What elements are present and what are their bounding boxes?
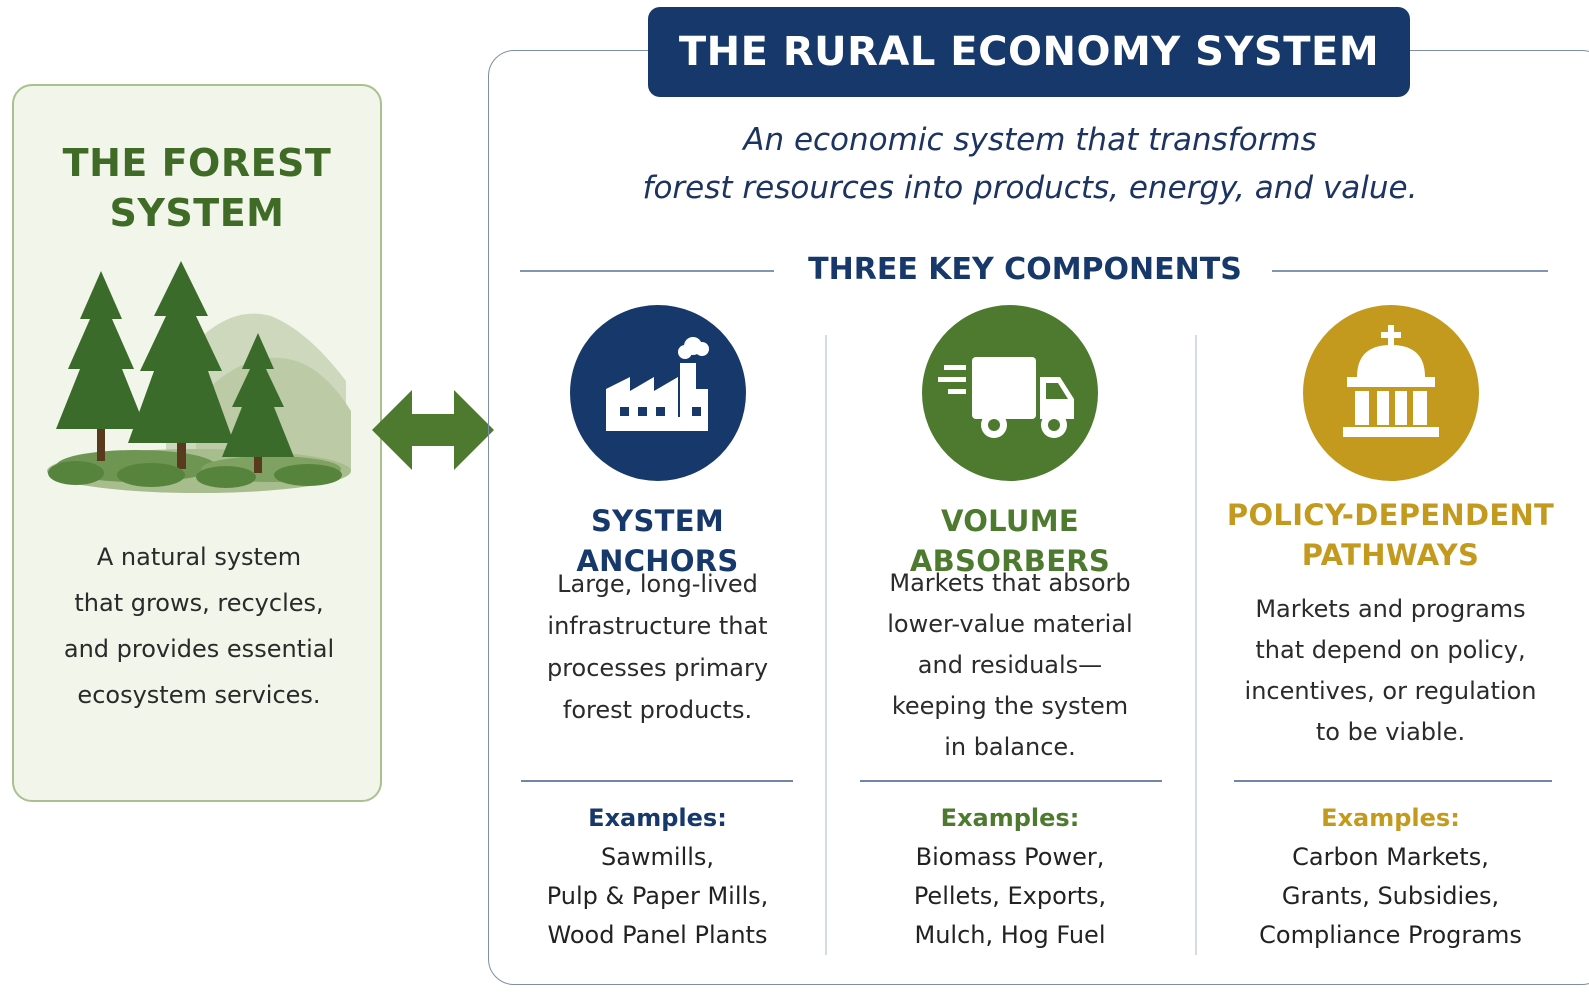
system-anchors-description: Large, long-lived infrastructure that pr… xyxy=(505,563,810,731)
three-key-components-heading: THREE KEY COMPONENTS xyxy=(808,252,1242,287)
forest-desc-line-4: ecosystem services. xyxy=(77,681,321,709)
policy-title-line-1: POLICY-DEPENDENT xyxy=(1226,498,1555,532)
truck-icon xyxy=(922,305,1098,481)
component-policy-dependent-pathways: POLICY-DEPENDENT PATHWAYS Markets and pr… xyxy=(1218,305,1563,965)
volume-absorbers-description: Markets that absorb lower-value material… xyxy=(845,563,1175,768)
forest-trees-illustration xyxy=(47,261,351,493)
column-divider-2 xyxy=(1195,335,1197,955)
forest-system-panel: THE FOREST SYSTEM A natural system that … xyxy=(12,84,382,802)
forest-title-line-1: THE FOREST xyxy=(62,141,332,185)
desc-line: lower-value material xyxy=(887,610,1133,638)
rural-economy-subtitle: An economic system that transforms fores… xyxy=(600,116,1460,212)
example-item: Pellets, Exports, xyxy=(913,882,1107,910)
example-item: Grants, Subsidies, xyxy=(1281,882,1500,910)
policy-dependent-pathways-title: POLICY-DEPENDENT PATHWAYS xyxy=(1218,495,1563,575)
subtitle-line-2: forest resources into products, energy, … xyxy=(642,170,1418,206)
desc-line: forest products. xyxy=(562,696,753,724)
forest-desc-line-3: and provides essential xyxy=(63,635,335,663)
example-item: Biomass Power, xyxy=(915,843,1105,871)
desc-line: Markets and programs xyxy=(1255,595,1526,623)
example-item: Sawmills, xyxy=(600,843,715,871)
desc-line: incentives, or regulation xyxy=(1244,677,1537,705)
component-system-anchors: SYSTEM ANCHORS Large, long-lived infrast… xyxy=(505,305,810,965)
subtitle-line-1: An economic system that transforms xyxy=(743,122,1317,158)
forest-system-title: THE FOREST SYSTEM xyxy=(14,138,380,238)
example-item: Pulp & Paper Mills, xyxy=(546,882,769,910)
forest-title-line-2: SYSTEM xyxy=(109,191,285,235)
desc-line: processes primary xyxy=(546,654,769,682)
section-heading-rule-right xyxy=(1272,270,1548,272)
volume-absorbers-examples: Biomass Power, Pellets, Exports, Mulch, … xyxy=(845,838,1175,955)
government-building-icon xyxy=(1302,305,1479,481)
desc-line: in balance. xyxy=(944,733,1076,761)
column-divider-1 xyxy=(825,335,827,955)
system-anchors-title: SYSTEM ANCHORS xyxy=(505,501,810,581)
desc-line: infrastructure that xyxy=(547,612,768,640)
volume-absorbers-examples-label: Examples: xyxy=(940,804,1080,832)
example-item: Compliance Programs xyxy=(1259,921,1522,949)
desc-line: and residuals— xyxy=(917,651,1103,679)
bidirectional-arrow-icon xyxy=(372,390,494,470)
volume-absorbers-title: VOLUME ABSORBERS xyxy=(845,501,1175,581)
component-volume-absorbers: VOLUME ABSORBERS Markets that absorb low… xyxy=(845,305,1175,965)
volume-absorbers-divider xyxy=(860,780,1162,782)
forest-system-description: A natural system that grows, recycles, a… xyxy=(24,534,374,718)
policy-title-line-2: PATHWAYS xyxy=(1301,538,1480,572)
system-anchors-examples-label: Examples: xyxy=(588,804,727,832)
policy-dependent-pathways-examples-label: Examples: xyxy=(1321,804,1460,832)
desc-line: Large, long-lived xyxy=(557,570,758,598)
volume-absorbers-title-line: VOLUME ABSORBERS xyxy=(909,504,1111,578)
desc-line: Markets that absorb xyxy=(889,569,1131,597)
example-item: Wood Panel Plants xyxy=(547,921,768,949)
desc-line: keeping the system xyxy=(891,692,1129,720)
example-item: Mulch, Hog Fuel xyxy=(914,921,1106,949)
policy-dependent-pathways-description: Markets and programs that depend on poli… xyxy=(1218,589,1563,753)
desc-line: that depend on policy, xyxy=(1255,636,1526,664)
example-item: Carbon Markets, xyxy=(1292,843,1489,871)
rural-economy-title-banner: THE RURAL ECONOMY SYSTEM xyxy=(648,7,1410,97)
desc-line: to be viable. xyxy=(1315,718,1466,746)
system-anchors-examples: Sawmills, Pulp & Paper Mills, Wood Panel… xyxy=(505,838,810,955)
system-anchors-title-line: SYSTEM ANCHORS xyxy=(576,504,739,578)
policy-dependent-pathways-divider xyxy=(1234,780,1552,782)
factory-icon xyxy=(569,305,746,481)
forest-desc-line-2: that grows, recycles, xyxy=(74,589,324,617)
forest-desc-line-1: A natural system xyxy=(96,543,302,571)
section-heading-rule-left xyxy=(520,270,774,272)
policy-dependent-pathways-examples: Carbon Markets, Grants, Subsidies, Compl… xyxy=(1218,838,1563,955)
system-anchors-divider xyxy=(521,780,793,782)
